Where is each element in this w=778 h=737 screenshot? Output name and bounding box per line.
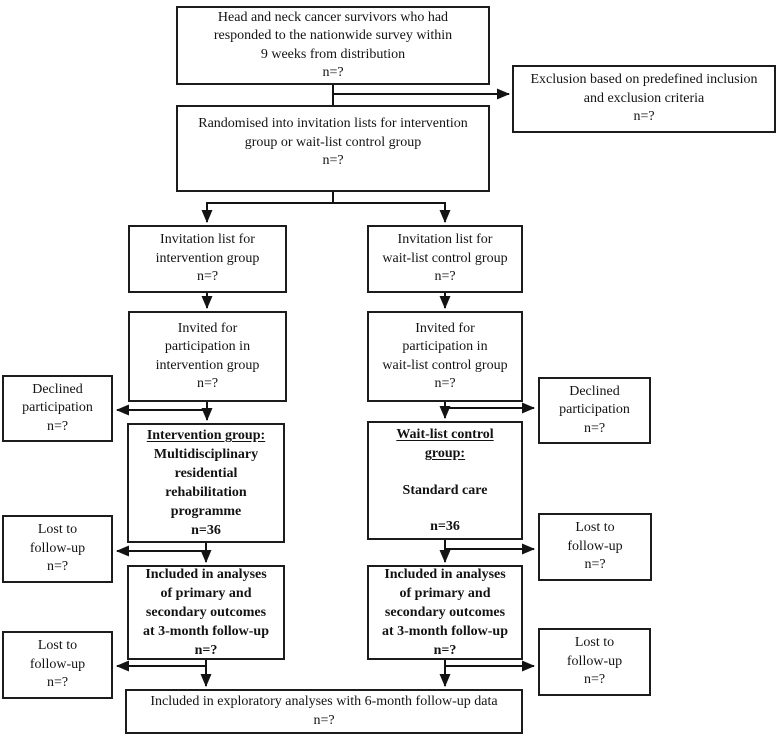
- text-line: follow-up: [567, 538, 623, 554]
- text-line: n=?: [46, 559, 69, 575]
- text-line: Included in exploratory analyses with 6-…: [150, 694, 498, 709]
- node-invitation-list-intervention: Invitation list for intervention group n…: [128, 225, 287, 293]
- node-randomised: Randomised into invitation lists for int…: [176, 105, 490, 192]
- text-line: group or wait-list control group: [244, 134, 422, 150]
- text-line: n=?: [434, 269, 456, 285]
- spacer: [372, 500, 518, 518]
- text-line: Invitation list for: [160, 232, 255, 248]
- text-line: n=?: [322, 65, 344, 80]
- text-line: wait-list control group: [382, 357, 508, 373]
- text-line: Invited for: [177, 320, 238, 336]
- text-line: participation: [559, 402, 630, 418]
- text-line: participation: [22, 400, 93, 416]
- node-invited-intervention: Invited for participation in interventio…: [128, 311, 287, 402]
- text-line: secondary outcomes: [145, 605, 267, 620]
- group-heading: group:: [424, 446, 466, 461]
- text-line: Standard care: [402, 482, 488, 498]
- text-line: 9 weeks from distribution: [260, 46, 406, 62]
- text-line: and exclusion criteria: [583, 90, 705, 106]
- spacer: [372, 463, 518, 481]
- node-included-3m-intervention: Included in analyses of primary and seco…: [127, 565, 285, 660]
- node-invitation-list-waitlist: Invitation list for wait-list control gr…: [367, 225, 523, 293]
- text-line: n=?: [583, 420, 606, 436]
- text-line: Declined: [32, 381, 83, 397]
- text-line: intervention group: [155, 250, 260, 266]
- text-line: n=?: [46, 418, 69, 434]
- text-line: follow-up: [29, 540, 86, 556]
- text-line: Invitation list for: [397, 232, 493, 248]
- text-line: at 3-month follow-up: [381, 624, 508, 639]
- text-line: Head and neck cancer survivors who had: [217, 9, 449, 25]
- node-lost-followup-6m-intervention: Lost to follow-up n=?: [2, 631, 113, 699]
- group-heading: Wait-list control: [396, 427, 494, 442]
- text-line: responded to the nationwide survey withi…: [213, 28, 453, 43]
- text-line: of primary and: [399, 586, 491, 601]
- text-line: n=?: [313, 712, 335, 728]
- node-exploratory-6m: Included in exploratory analyses with 6-…: [125, 689, 523, 734]
- node-lost-followup-3m-intervention: Lost to follow-up n=?: [2, 515, 113, 583]
- text-line: Randomised into invitation lists for int…: [198, 116, 468, 131]
- text-line: n=?: [433, 643, 457, 658]
- text-line: at 3-month follow-up: [142, 624, 269, 639]
- text-line: Invited for: [415, 320, 475, 336]
- text-line: Declined: [569, 383, 620, 399]
- text-line: Multidisciplinary: [153, 447, 259, 462]
- text-line: n=?: [322, 153, 344, 168]
- node-included-3m-waitlist: Included in analyses of primary and seco…: [367, 565, 523, 660]
- text-line: n=?: [583, 672, 606, 688]
- text-line: Exclusion based on predefined inclusion: [530, 72, 758, 88]
- text-line: Lost to: [37, 522, 78, 538]
- text-line: n=?: [584, 557, 606, 573]
- text-line: intervention group: [155, 357, 260, 373]
- text-line: n=36: [430, 519, 460, 534]
- node-declined-intervention: Declined participation n=?: [2, 375, 113, 442]
- text-line: rehabilitation: [165, 485, 247, 500]
- text-line: programme: [170, 504, 242, 519]
- text-line: n=?: [633, 109, 655, 125]
- text-line: n=36: [191, 523, 221, 538]
- text-line: n=?: [434, 376, 456, 391]
- text-line: secondary outcomes: [384, 605, 506, 620]
- text-line: Lost to: [37, 638, 78, 654]
- node-survivors: Head and neck cancer survivors who had r…: [176, 6, 490, 85]
- text-line: n=?: [196, 376, 219, 391]
- text-line: follow-up: [29, 656, 86, 672]
- text-line: participation in: [164, 339, 251, 354]
- node-declined-waitlist: Declined participation n=?: [538, 377, 651, 444]
- node-exclusion: Exclusion based on predefined inclusion …: [512, 65, 776, 133]
- text-line: Lost to: [575, 520, 615, 536]
- text-line: Lost to: [574, 635, 615, 651]
- text-line: n=?: [196, 269, 219, 285]
- text-line: follow-up: [566, 653, 623, 669]
- text-line: residential: [174, 466, 238, 481]
- text-line: n=?: [194, 643, 218, 658]
- text-line: Included in analyses: [145, 567, 267, 582]
- node-invited-waitlist: Invited for participation in wait-list c…: [367, 311, 523, 402]
- text-line: of primary and: [160, 586, 252, 601]
- node-lost-followup-3m-waitlist: Lost to follow-up n=?: [538, 513, 652, 581]
- text-line: Included in analyses: [384, 567, 506, 582]
- text-line: participation in: [402, 339, 488, 354]
- group-heading: Intervention group:: [146, 428, 266, 443]
- text-line: n=?: [46, 675, 69, 691]
- node-waitlist-group: Wait-list control group: Standard care n…: [367, 421, 523, 540]
- node-lost-followup-6m-waitlist: Lost to follow-up n=?: [538, 628, 651, 696]
- node-intervention-group: Intervention group: Multidisciplinary re…: [127, 423, 285, 543]
- text-line: wait-list control group: [382, 250, 508, 266]
